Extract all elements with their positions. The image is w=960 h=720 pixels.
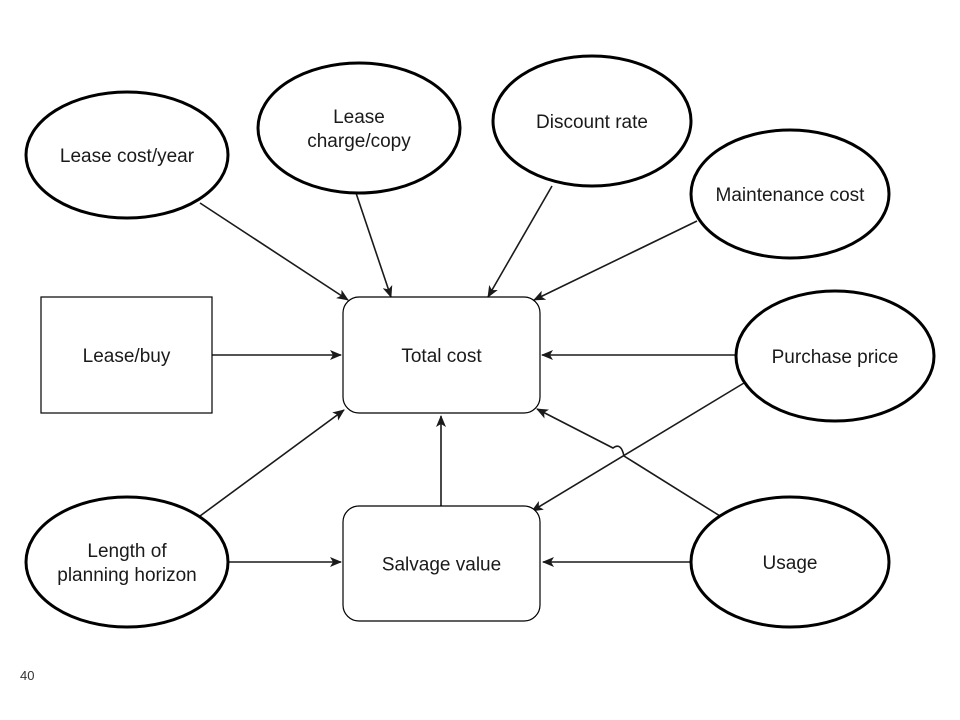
node-length-planning-horizon-shape	[24, 495, 230, 629]
node-total-cost-label: Total cost	[401, 346, 482, 367]
arrow-lease-charge-copy-to-total-cost	[355, 192, 393, 298]
node-discount-rate-shape	[491, 54, 693, 188]
node-usage-label: Usage	[763, 553, 818, 574]
node-lease-buy-shape	[40, 296, 213, 414]
arrow-maintenance-cost-to-total-cost	[533, 220, 698, 301]
node-purchase-price-shape	[734, 289, 936, 423]
arrow-usage-to-total-cost	[536, 408, 721, 517]
node-salvage-value-shape	[342, 505, 541, 622]
node-purchase-price-label: Purchase price	[772, 347, 899, 368]
node-lease-cost-year: Lease cost/year	[24, 90, 230, 220]
arrow-length-planning-horizon-to-total-cost	[199, 409, 345, 517]
page-number: 40	[20, 668, 35, 683]
node-salvage-value-label: Salvage value	[382, 555, 501, 576]
node-lease-charge-copy-label: Lease	[333, 107, 385, 128]
node-lease-cost-year-shape	[24, 90, 230, 220]
node-lease-charge-copy-label: charge/copy	[307, 131, 411, 152]
arrow-purchase-price-to-salvage-value	[531, 382, 745, 512]
node-lease-cost-year-label: Lease cost/year	[60, 146, 195, 167]
node-purchase-price: Purchase price	[734, 289, 936, 423]
arrow-lease-cost-year-to-total-cost	[199, 202, 349, 301]
node-total-cost-shape	[342, 296, 541, 414]
edges	[199, 185, 745, 567]
node-length-planning-horizon: Length of planning horizon	[24, 495, 230, 629]
node-maintenance-cost: Maintenance cost	[689, 128, 891, 260]
node-maintenance-cost-label: Maintenance cost	[716, 185, 866, 206]
node-lease-buy-label: Lease/buy	[83, 346, 171, 367]
node-usage-shape	[689, 495, 891, 629]
nodes: Lease cost/year Lease charge/copy Discount …	[24, 54, 936, 629]
arrow-discount-rate-to-total-cost	[487, 185, 553, 298]
node-salvage-value: Salvage value	[342, 505, 541, 622]
node-lease-charge-copy: Lease charge/copy	[256, 61, 462, 195]
node-lease-buy: Lease/buy	[40, 296, 213, 414]
node-discount-rate-label: Discount rate	[536, 112, 648, 133]
node-length-planning-horizon-label: Length of	[87, 541, 167, 562]
node-discount-rate: Discount rate	[491, 54, 693, 188]
node-usage: Usage	[689, 495, 891, 629]
node-maintenance-cost-shape	[689, 128, 891, 260]
node-length-planning-horizon-label: planning horizon	[57, 565, 196, 586]
node-total-cost: Total cost	[342, 296, 541, 414]
node-lease-charge-copy-shape	[256, 61, 462, 195]
